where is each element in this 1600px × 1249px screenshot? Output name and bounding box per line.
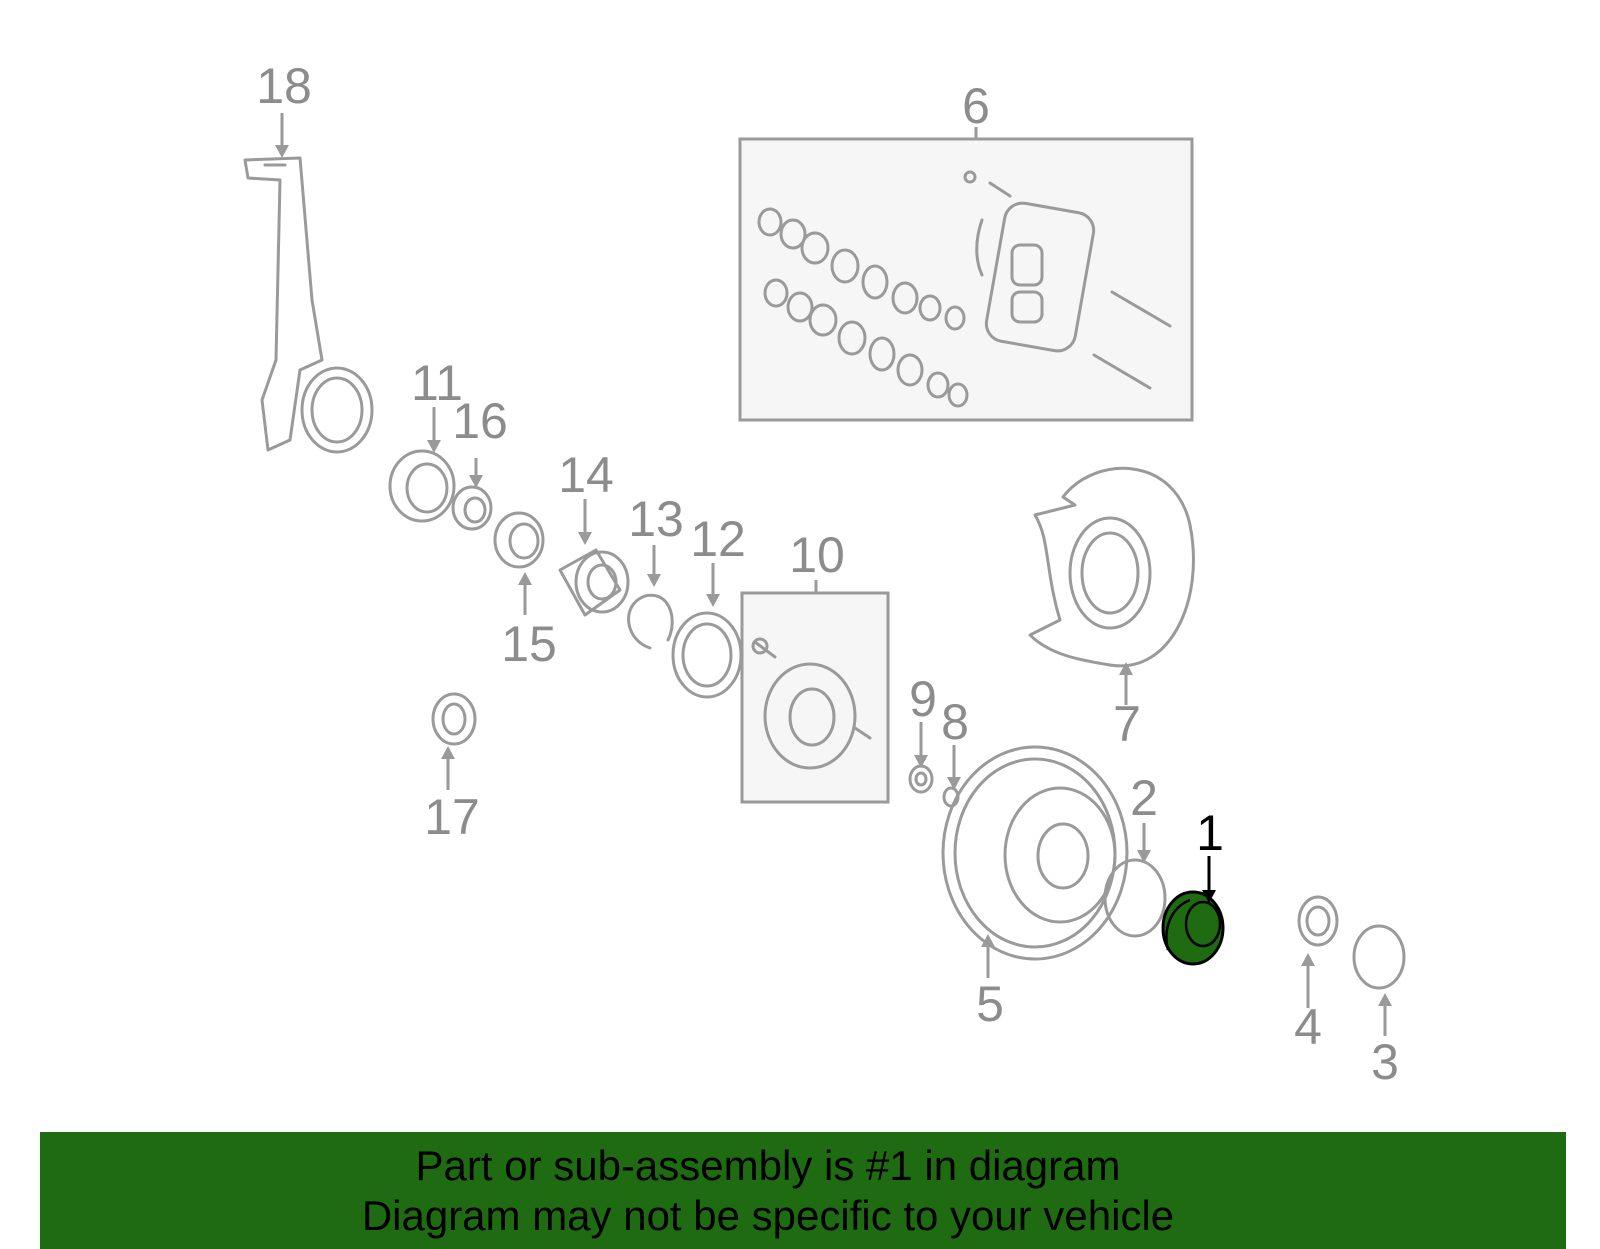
- callout-1-active: 1: [1196, 805, 1224, 861]
- part-9-nut[interactable]: [908, 764, 934, 794]
- callout-14: 14: [558, 447, 614, 503]
- callout-13: 13: [628, 491, 684, 547]
- part-5-disc-rotor[interactable]: [941, 745, 1129, 961]
- part-1-highlighted[interactable]: [1161, 890, 1225, 966]
- part-3-o-ring[interactable]: [1352, 924, 1406, 990]
- part-13-snap-ring[interactable]: [627, 593, 674, 650]
- part-10-hub[interactable]: [751, 637, 872, 770]
- part-12-seal[interactable]: [671, 611, 743, 699]
- callout-3: 3: [1371, 1034, 1399, 1090]
- part-15-sensor-ring[interactable]: [493, 511, 545, 569]
- callout-12: 12: [690, 511, 746, 567]
- leader-arrows: [275, 113, 1392, 1036]
- callout-6: 6: [962, 78, 990, 134]
- info-banner: Part or sub-assembly is #1 in diagram Di…: [40, 1132, 1566, 1249]
- part-2-gasket[interactable]: [1103, 858, 1167, 938]
- banner-line-disclaimer: Diagram may not be specific to your vehi…: [361, 1191, 1175, 1239]
- part-11-seal[interactable]: [388, 449, 456, 523]
- part-18-steering-knuckle[interactable]: [243, 156, 374, 454]
- callout-11: 11: [411, 355, 463, 411]
- callout-4: 4: [1294, 999, 1322, 1055]
- callout-16: 16: [452, 393, 508, 449]
- part-4-lock-washer[interactable]: [1297, 895, 1339, 947]
- callout-5: 5: [976, 976, 1004, 1032]
- callout-15: 15: [501, 616, 557, 672]
- callout-18: 18: [256, 58, 312, 114]
- banner-line-part: Part or sub-assembly is #1 in diagram: [415, 1141, 1121, 1189]
- callout-7: 7: [1113, 696, 1141, 752]
- part-14-wheel-bearing[interactable]: [558, 548, 630, 617]
- part-17-seal[interactable]: [431, 692, 477, 746]
- callout-8: 8: [941, 694, 969, 750]
- part-6-caliper-kit[interactable]: [757, 170, 1172, 408]
- caliper-kit-box: [738, 137, 1194, 422]
- hub-group-box: [740, 591, 890, 804]
- callout-10: 10: [789, 527, 845, 583]
- part-16-bearing[interactable]: [451, 485, 493, 531]
- part-7-dust-shield[interactable]: [1028, 466, 1195, 668]
- callout-9: 9: [909, 671, 937, 727]
- callout-17: 17: [424, 789, 480, 845]
- callout-2: 2: [1130, 770, 1158, 826]
